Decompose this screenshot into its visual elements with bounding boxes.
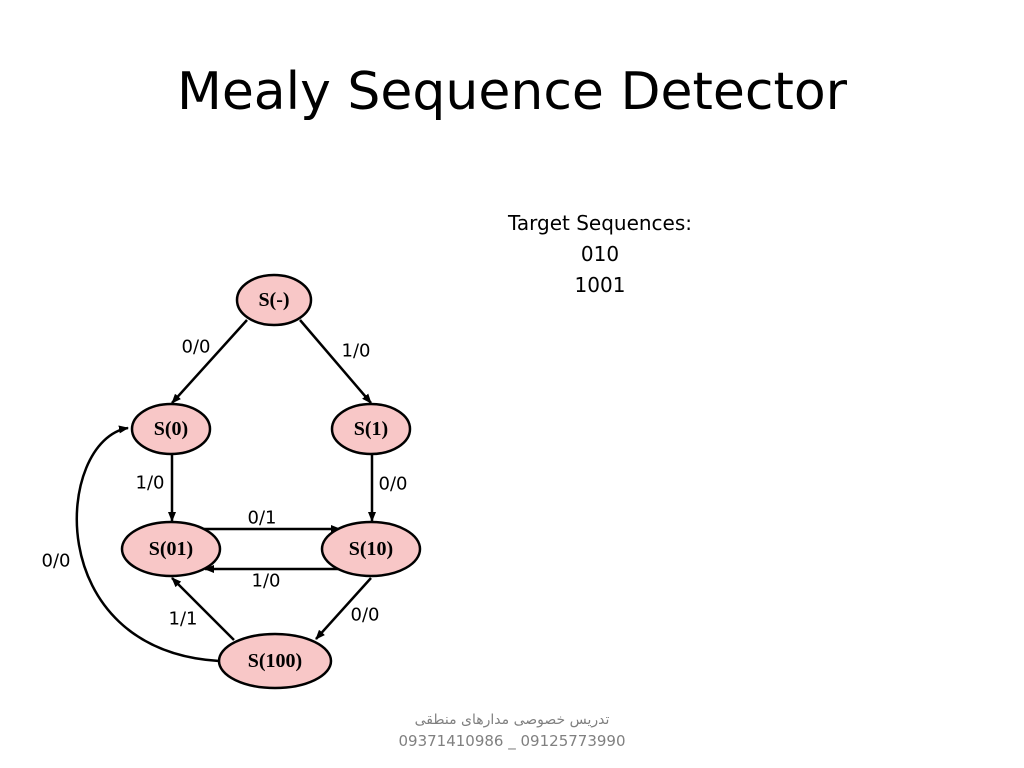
label-s100-to-s0: 0/0 [42, 551, 71, 572]
state-s10 [320, 520, 422, 578]
state-s10-label: S(10) [349, 538, 393, 560]
target-sequences-heading: Target Sequences: [507, 211, 693, 235]
footer: تدریس خصوصی مدارهای منطقی 09371410986 _ … [0, 710, 1024, 752]
edge-start-to-s0 [171, 319, 248, 404]
slide-title: Mealy Sequence Detector [176, 62, 848, 122]
label-s1-to-s10: 0/0 [379, 474, 408, 495]
state-start-label: S(-) [258, 289, 289, 311]
label-start-to-s1: 1/0 [342, 341, 371, 362]
label-s10-to-s01: 1/0 [252, 571, 281, 592]
state-s01-label: S(01) [149, 538, 193, 560]
label-s0-to-s01: 1/0 [136, 473, 165, 494]
state-s1 [330, 402, 412, 456]
state-s100 [217, 632, 333, 690]
label-s10-to-s100: 0/0 [351, 605, 380, 626]
edge-s100-to-s0 [75, 425, 220, 663]
label-s100-to-s01: 1/1 [169, 609, 198, 630]
edge-s10-to-s100 [315, 577, 372, 640]
target-sequence-2: 1001 [574, 273, 626, 297]
footer-persian-text: تدریس خصوصی مدارهای منطقی [414, 712, 610, 728]
target-sequence-1: 010 [580, 242, 620, 266]
edge-s100-to-s01 [171, 577, 235, 641]
state-start [235, 273, 313, 327]
state-s1-label: S(1) [354, 418, 388, 440]
label-s01-to-s10: 0/1 [248, 508, 277, 529]
state-s0-label: S(0) [154, 418, 188, 440]
state-s0 [130, 402, 212, 456]
target-sequences: Target Sequences: 010 1001 [480, 208, 720, 301]
state-s100-label: S(100) [248, 650, 302, 672]
state-s01 [120, 520, 222, 578]
label-start-to-s0: 0/0 [182, 337, 211, 358]
edge-start-to-s1 [299, 319, 372, 404]
footer-phone-numbers: 09371410986 _ 09125773990 [398, 732, 626, 750]
